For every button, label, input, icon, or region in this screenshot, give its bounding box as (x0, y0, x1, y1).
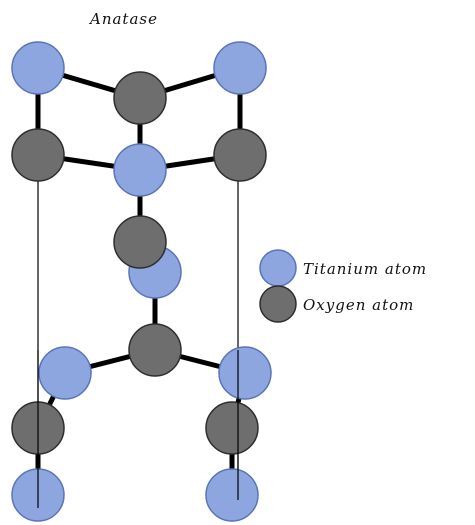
unit-cell-overlay (37, 350, 239, 508)
oxygen-atom (128, 323, 182, 377)
oxygen-atom (113, 71, 167, 125)
titanium-atom (113, 143, 167, 197)
legend: Titanium atom Oxygen atom (259, 249, 427, 323)
legend-titanium-swatch (259, 249, 297, 287)
oxygen-atom (205, 401, 259, 455)
titanium-atom (213, 41, 267, 95)
oxygen-atom (113, 215, 167, 269)
titanium-atom (205, 468, 259, 522)
diagram-title: Anatase (88, 10, 158, 28)
oxygen-atom (11, 128, 65, 182)
legend-titanium-label: Titanium atom (303, 260, 427, 278)
titanium-atom (11, 41, 65, 95)
titanium-atom (38, 346, 92, 400)
legend-oxygen-swatch (259, 285, 297, 323)
legend-oxygen-label: Oxygen atom (303, 296, 414, 314)
atoms (11, 41, 272, 522)
titanium-atom (218, 346, 272, 400)
oxygen-atom (213, 128, 267, 182)
